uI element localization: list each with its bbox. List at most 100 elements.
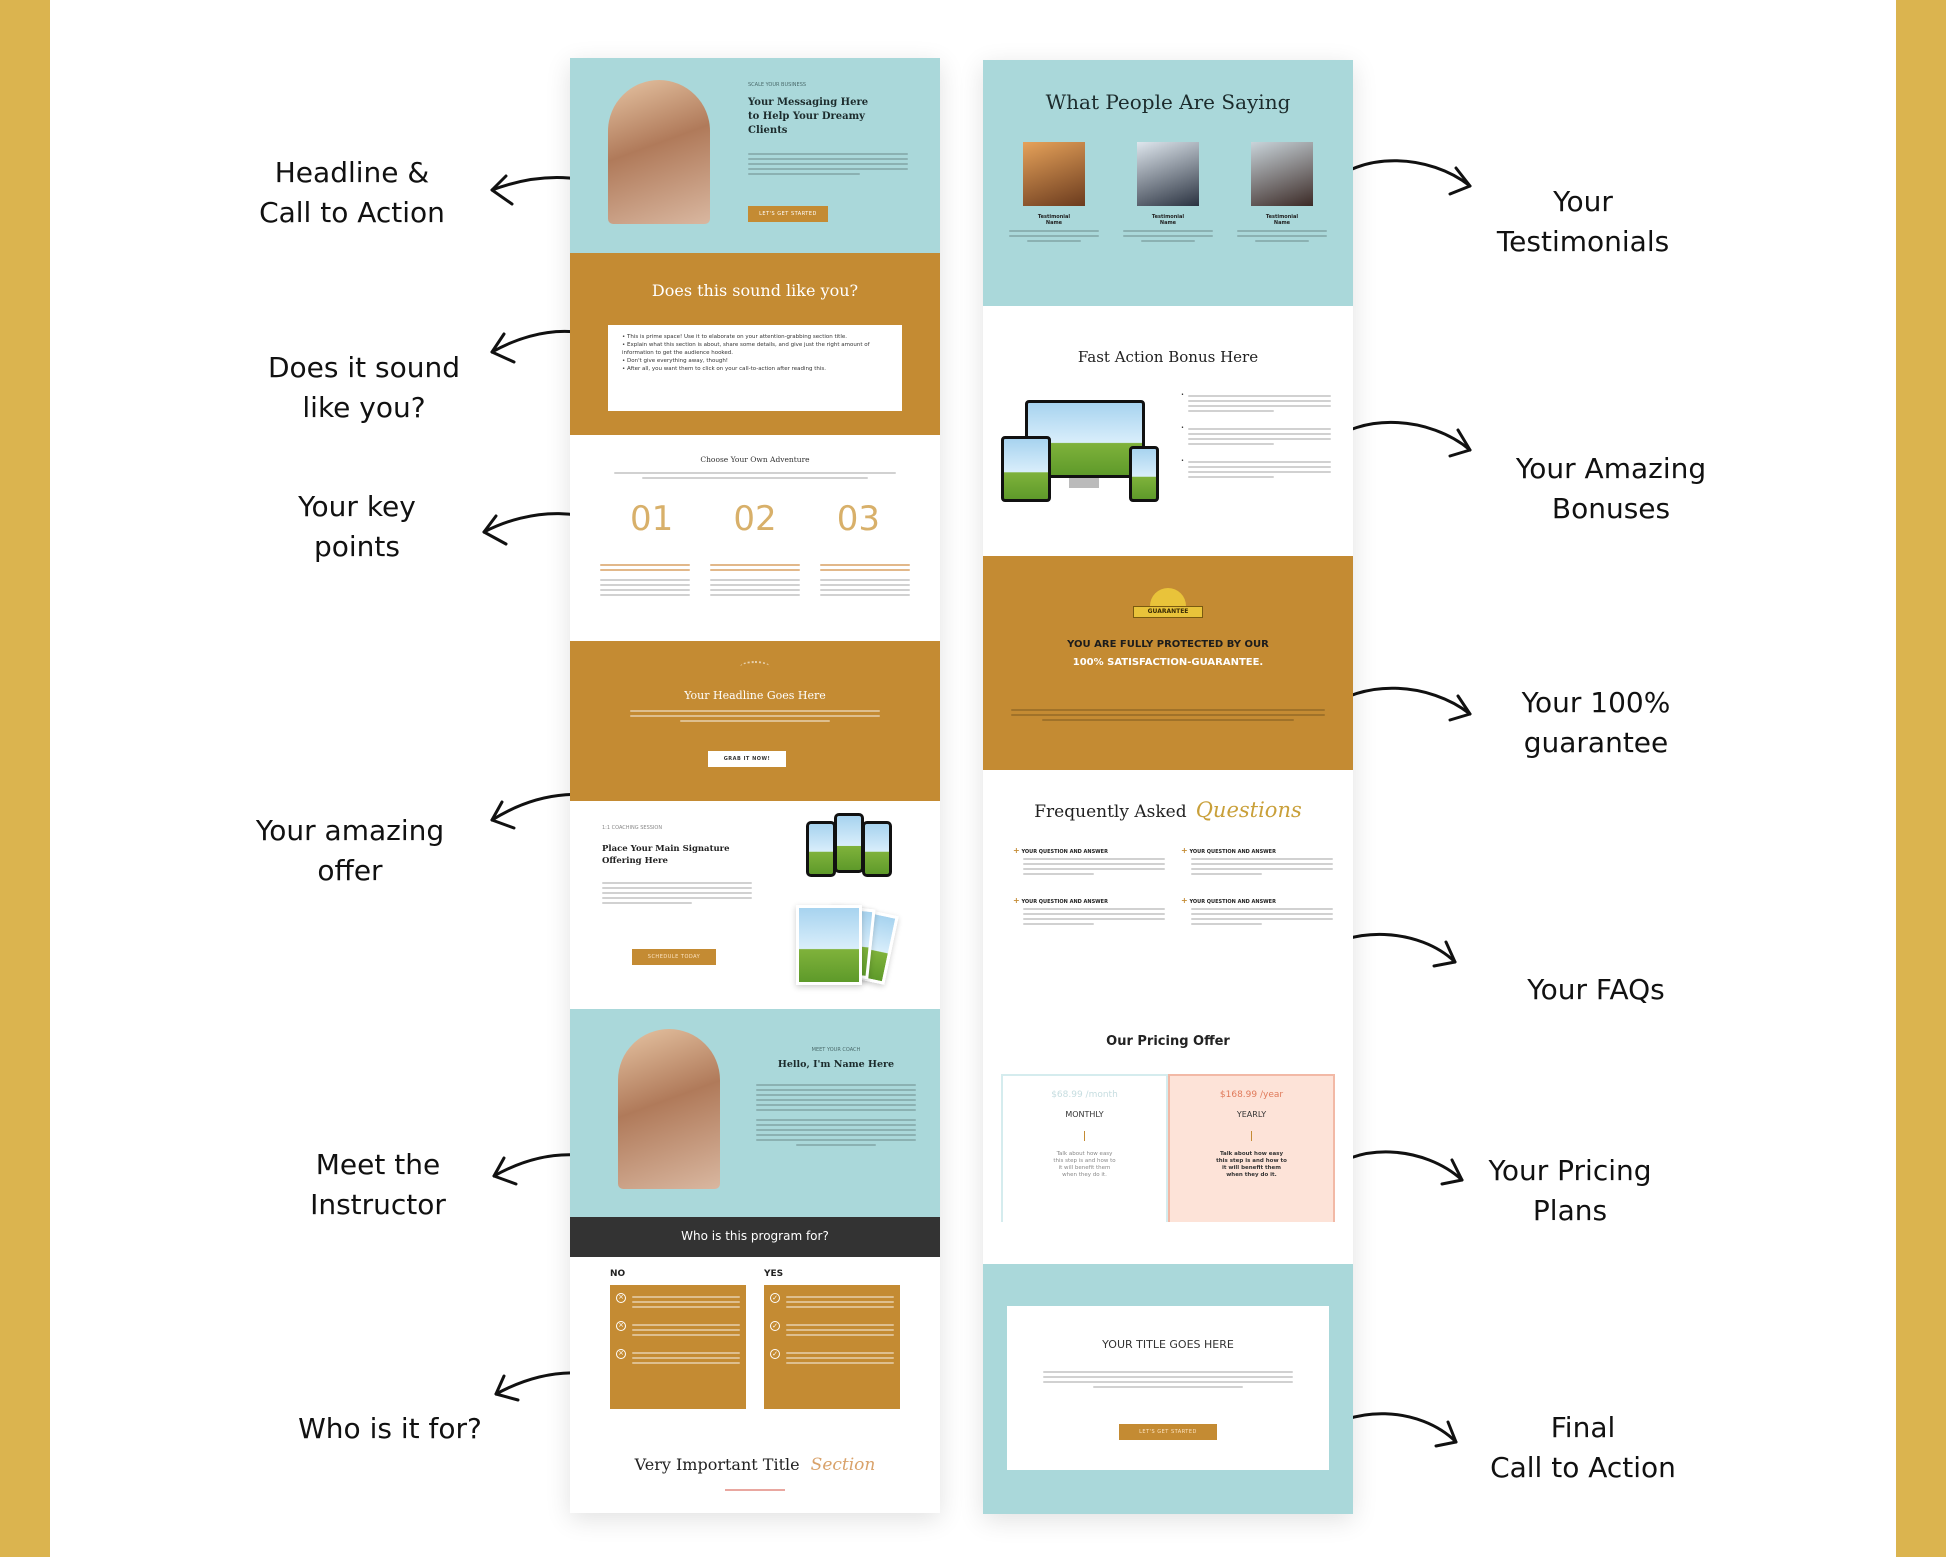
check-circle-icon: ✓ bbox=[770, 1349, 780, 1359]
phone-mockup bbox=[1129, 446, 1159, 502]
sound-like-you-section: Does this sound like you? • This is prim… bbox=[570, 253, 940, 435]
faq-item[interactable]: + YOUR QUESTION AND ANSWER bbox=[1181, 846, 1333, 878]
callout-faqs: Your FAQs bbox=[1527, 973, 1665, 1006]
gold-frame-left bbox=[0, 0, 50, 1557]
testimonial-photo bbox=[1251, 142, 1313, 206]
hero-section: SCALE YOUR BUSINESS Your Messaging Here … bbox=[570, 58, 940, 253]
guarantee-headline: YOU ARE FULLY PROTECTED BY OUR 100% SATI… bbox=[1067, 639, 1269, 668]
callout-guarantee: Your 100%guarantee bbox=[1521, 686, 1671, 759]
final-cta-card: YOUR TITLE GOES HERE LET'S GET STARTED bbox=[1007, 1306, 1329, 1470]
headline-title: Your Headline Goes Here bbox=[684, 689, 826, 702]
no-label: NO bbox=[610, 1269, 626, 1279]
callout-headline: Headline &Call to Action bbox=[259, 156, 445, 229]
faq-item[interactable]: + YOUR QUESTION AND ANSWER bbox=[1013, 896, 1165, 928]
offer-eyebrow: 1:1 COACHING SESSION bbox=[602, 825, 663, 831]
tablet-mockup bbox=[1001, 436, 1051, 502]
key-point-number-2: 02 bbox=[733, 499, 777, 539]
headline-ornament-icon bbox=[740, 661, 770, 673]
faq-grid: + YOUR QUESTION AND ANSWER + YOUR QUESTI… bbox=[1013, 846, 1333, 928]
faq-item[interactable]: + YOUR QUESTION AND ANSWER bbox=[1013, 846, 1165, 878]
headline-cta-button[interactable]: GRAB IT NOW! bbox=[708, 751, 786, 767]
faq-item[interactable]: + YOUR QUESTION AND ANSWER bbox=[1181, 896, 1333, 928]
testimonial-photo bbox=[1023, 142, 1085, 206]
hero-body-text bbox=[748, 150, 908, 178]
instructor-section: MEET YOUR COACH Hello, I'm Name Here bbox=[570, 1009, 940, 1217]
faq-title: Frequently Asked Questions bbox=[1034, 798, 1302, 822]
important-underline bbox=[725, 1489, 785, 1491]
phone-mockup-1 bbox=[806, 821, 836, 877]
phone-mockup-3 bbox=[862, 821, 892, 877]
bonus-section: Fast Action Bonus Here • • • bbox=[983, 306, 1353, 556]
yes-box: ✓ ✓ ✓ bbox=[764, 1285, 900, 1409]
instructor-title: Hello, I'm Name Here bbox=[777, 1059, 895, 1070]
pricing-card-yearly[interactable]: $168.99 /year YEARLY Talk about how easy… bbox=[1168, 1074, 1335, 1222]
key-points-numbers: 01 02 03 bbox=[570, 499, 940, 539]
instructor-eyebrow: MEET YOUR COACH bbox=[811, 1047, 861, 1053]
key-points-columns bbox=[600, 561, 910, 599]
guarantee-section: GUARANTEE YOU ARE FULLY PROTECTED BY OUR… bbox=[983, 556, 1353, 770]
final-cta-title: YOUR TITLE GOES HERE bbox=[1102, 1338, 1234, 1351]
guarantee-badge: GUARANTEE bbox=[1133, 588, 1203, 618]
hero-photo bbox=[608, 80, 710, 224]
yes-label: YES bbox=[764, 1269, 784, 1279]
offer-body bbox=[602, 879, 752, 907]
x-circle-icon: × bbox=[616, 1293, 626, 1303]
offer-title: Place Your Main Signature Offering Here bbox=[602, 844, 730, 866]
offer-cta-button[interactable]: SCHEDULE TODAY bbox=[632, 949, 716, 965]
yearly-price: $168.99 /year bbox=[1219, 1090, 1284, 1100]
hero-title: Your Messaging Here to Help Your Dreamy … bbox=[748, 97, 869, 136]
phone-mockup-2 bbox=[834, 813, 864, 873]
monitor-stand bbox=[1069, 478, 1099, 488]
testimonials-title: What People Are Saying bbox=[1045, 90, 1291, 114]
bullet-3: • Don't give everything away, though! bbox=[622, 358, 729, 364]
key-point-number-1: 01 bbox=[630, 499, 674, 539]
important-title: Very Important Title Section bbox=[634, 1455, 876, 1475]
no-box: × × × bbox=[610, 1285, 746, 1409]
offer-section: 1:1 COACHING SESSION Place Your Main Sig… bbox=[570, 801, 940, 1009]
important-title-section: Very Important Title Section bbox=[570, 1425, 940, 1513]
who-bar: Who is this program for? bbox=[570, 1217, 940, 1257]
pricing-card-monthly[interactable]: $68.99 /month MONTHLY Talk about how eas… bbox=[1001, 1074, 1168, 1222]
key-points-title: Choose Your Own Adventure bbox=[700, 455, 810, 464]
yearly-label: YEARLY bbox=[1236, 1110, 1267, 1119]
landing-page-left-column: SCALE YOUR BUSINESS Your Messaging Here … bbox=[570, 58, 940, 1513]
who-bar-title: Who is this program for? bbox=[681, 1229, 829, 1243]
monthly-label: MONTHLY bbox=[1065, 1110, 1104, 1119]
hero-cta-button[interactable]: LET'S GET STARTED bbox=[748, 206, 828, 222]
x-circle-icon: × bbox=[616, 1349, 626, 1359]
sound-like-you-list: • This is prime space! Use it to elabora… bbox=[608, 325, 902, 411]
final-cta-button[interactable]: LET'S GET STARTED bbox=[1119, 1424, 1217, 1440]
pricing-title: Our Pricing Offer bbox=[1106, 1034, 1230, 1049]
key-points-intro bbox=[614, 469, 896, 482]
gold-frame-right bbox=[1896, 0, 1946, 1557]
headline-body bbox=[630, 707, 880, 725]
final-cta-section: YOUR TITLE GOES HERE LET'S GET STARTED bbox=[983, 1264, 1353, 1514]
hero-eyebrow: SCALE YOUR BUSINESS bbox=[748, 82, 807, 88]
guarantee-body bbox=[1011, 706, 1325, 724]
faq-section: Frequently Asked Questions + YOUR QUESTI… bbox=[983, 770, 1353, 1016]
card-mockup-3 bbox=[796, 905, 862, 985]
bonus-title: Fast Action Bonus Here bbox=[1077, 348, 1259, 366]
gold-seal-icon bbox=[1150, 588, 1186, 606]
bullet-4: • After all, you want them to click on y… bbox=[622, 366, 827, 372]
plus-icon: + bbox=[1181, 846, 1188, 855]
plus-icon: + bbox=[1013, 896, 1020, 905]
plus-icon: + bbox=[1013, 846, 1020, 855]
